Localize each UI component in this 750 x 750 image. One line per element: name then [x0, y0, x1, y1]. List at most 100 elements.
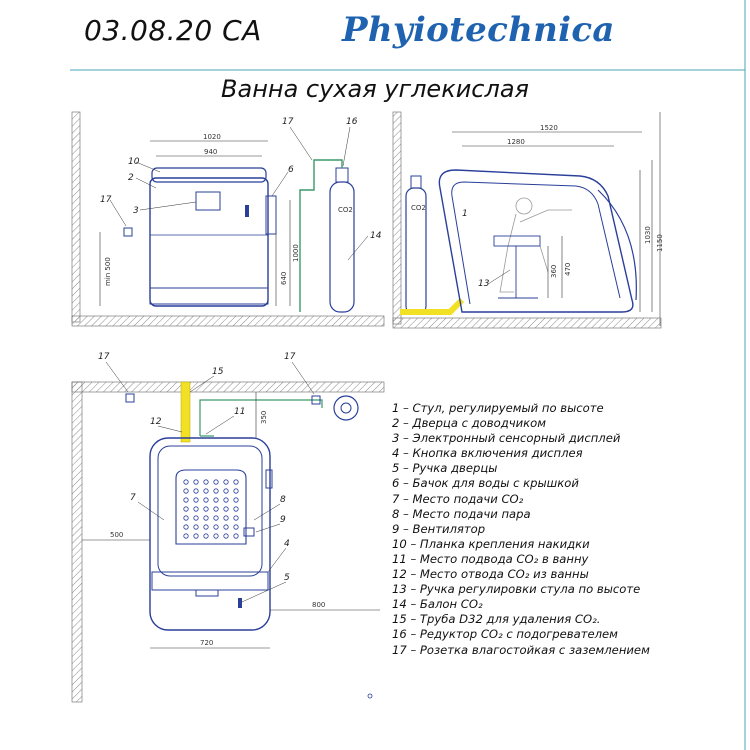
brand-logo: Phyiotechnica [342, 10, 615, 50]
co2-line-plan [199, 399, 323, 436]
wall-plan-left [71, 381, 83, 703]
perforation-hole [213, 524, 219, 530]
dim-360: 360 [550, 265, 558, 278]
legend-item: 10 – Планка крепления накидки [392, 536, 590, 551]
socket-plan-right [311, 395, 321, 405]
dim-940: 940 [204, 148, 217, 156]
perforation-hole [223, 524, 229, 530]
perforation-hole [193, 488, 199, 494]
capsule-door-side [597, 189, 637, 301]
exhaust-pipe-plan [180, 381, 191, 443]
capsule-inner-side [451, 181, 621, 305]
co2-cylinder-plan [333, 395, 359, 421]
chair-side [493, 235, 541, 247]
perforation-hole [183, 533, 189, 539]
door-handle-front [245, 205, 249, 217]
callout-12-plan: 12 [150, 417, 162, 427]
dim-350: 350 [260, 411, 268, 424]
callout-8-plan: 8 [280, 495, 286, 505]
handle-plan [195, 589, 219, 597]
perforation-hole [233, 515, 239, 521]
callout-14-front: 14 [370, 231, 382, 241]
perforation-hole [203, 524, 209, 530]
callout-17-front-left: 17 [100, 195, 112, 205]
perforation-hole [203, 479, 209, 485]
dim-800: 800 [312, 601, 325, 609]
bath-base-front [149, 287, 269, 305]
perforation-hole [183, 506, 189, 512]
callout-9-plan: 9 [280, 515, 286, 525]
dim-500: min 500 [104, 257, 112, 286]
bath-outer-plan [149, 437, 271, 631]
dim-720: 720 [200, 639, 213, 647]
perforation-hole [203, 533, 209, 539]
co2-valve-side [410, 175, 422, 189]
perforation-hole [203, 488, 209, 494]
perforation-hole [233, 533, 239, 539]
dim-500: 500 [110, 531, 123, 539]
dim-1020: 1020 [203, 133, 221, 141]
legend-item: 6 – Бачок для воды с крышкой [392, 476, 579, 491]
perforation-hole [233, 506, 239, 512]
dim-1280: 1280 [507, 138, 525, 146]
bath-body-front [149, 177, 269, 307]
perforation-hole [223, 488, 229, 494]
perforation-hole [213, 479, 219, 485]
water-tank [265, 195, 277, 235]
legend-item: 9 – Вентилятор [392, 521, 486, 536]
button-plan [238, 598, 242, 608]
legend-item: 16 – Редуктор CO₂ с подогревателем [392, 627, 618, 642]
wall-side [392, 111, 402, 325]
floor-side [392, 317, 662, 329]
callout-15-plan: 15 [212, 367, 224, 377]
perforation-hole [233, 488, 239, 494]
legend-item: 12 – Место отвода CO₂ из ванны [392, 567, 589, 582]
perforation-hole [193, 506, 199, 512]
callout-17-plan-left: 17 [98, 352, 110, 362]
dim-640: 640 [280, 272, 288, 285]
seat-perforation [183, 479, 239, 539]
perforation-hole [183, 515, 189, 521]
co2-valve-front [335, 167, 349, 183]
dim-1520: 1520 [540, 124, 558, 132]
perforation-hole [183, 524, 189, 530]
legend-item: 8 – Место подачи пара [392, 506, 531, 521]
dim-1000: 1000 [292, 244, 300, 262]
perforation-hole [223, 506, 229, 512]
seat-plan [175, 469, 247, 545]
legend-item: 7 – Место подачи CO₂ [392, 491, 524, 506]
callout-5-plan: 5 [284, 573, 290, 583]
gas-pipe-front [299, 159, 343, 312]
perforation-hole [213, 533, 219, 539]
co2-cylinder-front [329, 181, 355, 313]
perforation-hole [213, 488, 219, 494]
perforation-hole [193, 479, 199, 485]
perforation-hole [183, 479, 189, 485]
legend-item: 17 – Розетка влагостойкая с заземлением [392, 642, 650, 657]
co2-label-side: CO2 [411, 204, 426, 212]
side-view: CO2 1520 1280 1030 [392, 111, 664, 329]
legend-item: 13 – Ручка регулировки стула по высоте [392, 582, 641, 597]
patient-figure [499, 197, 572, 293]
perforation-hole [213, 506, 219, 512]
perforation-hole [223, 479, 229, 485]
perforation-hole [193, 533, 199, 539]
perforation-hole [223, 533, 229, 539]
callout-2-front: 2 [128, 173, 134, 183]
callout-1-side: 1 [462, 209, 468, 219]
callout-13-side: 13 [478, 279, 490, 289]
callout-17-front-right: 17 [282, 117, 294, 127]
socket-front-left [123, 227, 133, 237]
legend-item: 2 – Дверца с доводчиком [392, 416, 546, 431]
exhaust-pipe-side [400, 297, 465, 315]
co2-label-front: CO2 [338, 206, 353, 214]
perforation-hole [183, 497, 189, 503]
callout-10-front: 10 [128, 157, 140, 167]
perforation-hole [223, 497, 229, 503]
dim-1150: 1150 [656, 234, 664, 252]
perforation-hole [183, 488, 189, 494]
drawing-title: Ванна сухая углекислая [221, 75, 529, 103]
perforation-hole [233, 524, 239, 530]
callout-4-plan: 4 [284, 539, 290, 549]
